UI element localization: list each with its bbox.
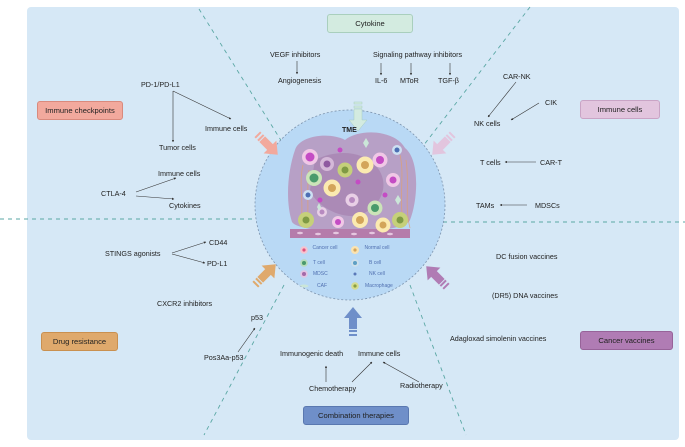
arrow-radio-immune	[382, 361, 420, 383]
tme-label: TME	[342, 127, 357, 134]
text-signaling-pathway-inhibitors: Signaling pathway inhibitors	[373, 50, 463, 59]
divider-top-right	[419, 6, 531, 151]
text-immunogenic-death: Immunogenic death	[280, 349, 344, 358]
arrow-cik-nkcells	[510, 102, 540, 121]
text-immune-cells-ctla4: Immune cells	[158, 169, 201, 178]
text-immune-cells-checkpoint: Immune cells	[205, 124, 248, 133]
arrow-immune-checkpoints	[254, 131, 278, 155]
text-chemotherapy: Chemotherapy	[309, 384, 357, 393]
tme-tissue	[288, 132, 417, 290]
arrow-ctla4-immune	[135, 177, 177, 193]
arrow-carnk-nkcells	[487, 81, 517, 118]
arrow-ctla4-cytokines	[135, 195, 175, 201]
text-cd44: CD44	[209, 238, 228, 247]
text-pd-l1: PD-L1	[207, 259, 228, 268]
legend-caf: CAF	[317, 283, 327, 289]
text-vegf-inhibitors: VEGF inhibitors	[270, 50, 321, 59]
text-pos3aa-p53: Pos3Aa-p53	[204, 353, 244, 362]
legend-macrophage: Macrophage	[365, 283, 393, 289]
arrow-stings-pdl1	[171, 253, 206, 264]
category-immune-cells: Immune cells	[580, 100, 660, 119]
legend-b-cell: B cell	[369, 260, 382, 266]
category-combination-therapies: Combination therapies	[303, 406, 409, 425]
text-stings-agonists: STINGS agonists	[105, 249, 161, 258]
divider-top-left	[198, 8, 288, 151]
text-dr5-dna-vaccines: (DR5) DNA vaccines	[492, 291, 558, 300]
text-tumor-cells: Tumor cells	[159, 143, 196, 152]
divider-bottom-right	[409, 284, 467, 436]
text-immune-cells-combination: Immune cells	[358, 349, 401, 358]
text-tgf-beta: TGF-β	[438, 76, 459, 85]
text-cxcr2-inhibitors: CXCR2 inhibitors	[157, 299, 213, 308]
text-ctla4: CTLA-4	[101, 189, 126, 198]
text-nk-cells: NK cells	[474, 119, 501, 128]
text-mtor: MToR	[400, 76, 419, 85]
arrow-pos3aa-p53	[237, 327, 256, 353]
text-cytokines: Cytokines	[169, 201, 201, 210]
legend-normal-cell: Normal cell	[364, 245, 390, 251]
arrow-drug-resistance	[252, 264, 276, 288]
arrow-cancer-vaccines	[426, 266, 450, 290]
connector-arrows	[135, 61, 540, 383]
text-mdscs: MDSCs	[535, 201, 560, 210]
category-cytokine: Cytokine	[327, 14, 413, 33]
text-car-t: CAR-T	[540, 158, 562, 167]
arrow-cytokine	[348, 101, 368, 132]
arrow-chemo-immune	[351, 361, 373, 383]
category-drug-resistance: Drug resistance	[41, 332, 118, 351]
text-il6: IL-6	[375, 76, 388, 85]
text-pd1-pdl1: PD-1/PD-L1	[141, 80, 180, 89]
arrow-immune-cells	[432, 131, 456, 155]
legend-t-cell: T cell	[313, 260, 325, 266]
text-tams: TAMs	[476, 201, 495, 210]
legend-nk-cell: NK cell	[369, 271, 385, 277]
arrow-combination-therapies	[344, 307, 362, 336]
text-cik: CIK	[545, 98, 557, 107]
text-t-cells: T cells	[480, 158, 501, 167]
text-adagloxad-simolenin-vaccines: Adagloxad simolenin vaccines	[450, 334, 547, 343]
basement-membrane	[290, 229, 410, 238]
text-p53: p53	[251, 313, 263, 322]
legend-icons	[299, 246, 359, 290]
tme-cells	[298, 138, 408, 233]
text-radiotherapy: Radiotherapy	[400, 381, 443, 390]
legend-cancer-cell: Cancer cell	[312, 245, 338, 251]
section-dividers	[0, 6, 685, 436]
text-dc-fusion-vaccines: DC fusion vaccines	[496, 252, 558, 261]
text-angiogenesis: Angiogenesis	[278, 76, 322, 85]
category-cancer-vaccines: Cancer vaccines	[580, 331, 673, 350]
legend-mdsc: MDSC	[313, 271, 328, 277]
pathway-arrows	[252, 101, 456, 336]
category-immune-checkpoints: Immune checkpoints	[37, 101, 123, 120]
arrow-pd1-immune	[172, 90, 232, 120]
arrow-stings-cd44	[171, 241, 207, 254]
text-car-nk: CAR-NK	[503, 72, 531, 81]
